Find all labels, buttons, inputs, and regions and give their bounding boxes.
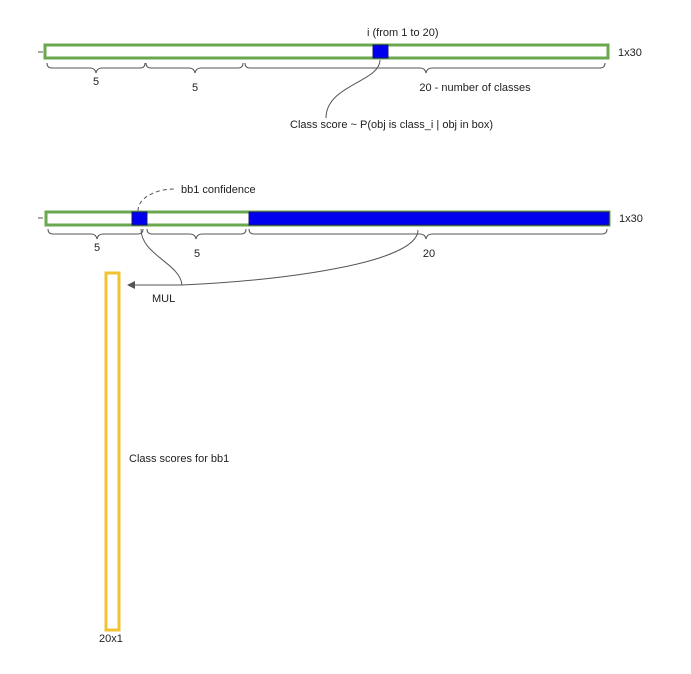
bottom-brace-3 bbox=[248, 228, 608, 240]
top-brace-label-1: 5 bbox=[93, 76, 99, 88]
top-brace-label-3: 20 - number of classes bbox=[419, 82, 531, 94]
bottom-brace-2 bbox=[146, 228, 247, 240]
output-size-label: 20x1 bbox=[99, 633, 123, 645]
top-brace-3 bbox=[244, 62, 606, 74]
bottom-brace-1 bbox=[47, 228, 144, 240]
classes-to-mul-connector bbox=[181, 229, 419, 286]
output-vector-label: Class scores for bb1 bbox=[129, 453, 229, 465]
top-vector-class-cell bbox=[372, 44, 389, 59]
top-brace-2 bbox=[145, 62, 244, 74]
bottom-brace-label-3: 20 bbox=[423, 248, 435, 260]
bottom-class-block bbox=[248, 211, 610, 226]
top-caption: Class score ~ P(obj is class_i | obj in … bbox=[290, 119, 493, 131]
top-brace-1 bbox=[46, 62, 146, 74]
confidence-to-mul-connector bbox=[140, 228, 183, 286]
mul-label: MUL bbox=[152, 293, 175, 305]
bottom-confidence-cell bbox=[131, 211, 148, 226]
top-brace-label-2: 5 bbox=[192, 82, 198, 94]
top-vector-bar bbox=[43, 43, 610, 60]
bottom-brace-label-2: 5 bbox=[194, 248, 200, 260]
confidence-dashed-connector bbox=[137, 188, 176, 212]
bottom-size-label: 1x30 bbox=[619, 213, 643, 225]
output-vector-bar bbox=[104, 271, 121, 632]
confidence-label: bb1 confidence bbox=[181, 184, 256, 196]
top-caption-connector bbox=[325, 59, 381, 119]
top-highlight-label: i (from 1 to 20) bbox=[367, 27, 439, 39]
bottom-brace-label-1: 5 bbox=[94, 242, 100, 254]
top-size-label: 1x30 bbox=[618, 47, 642, 59]
